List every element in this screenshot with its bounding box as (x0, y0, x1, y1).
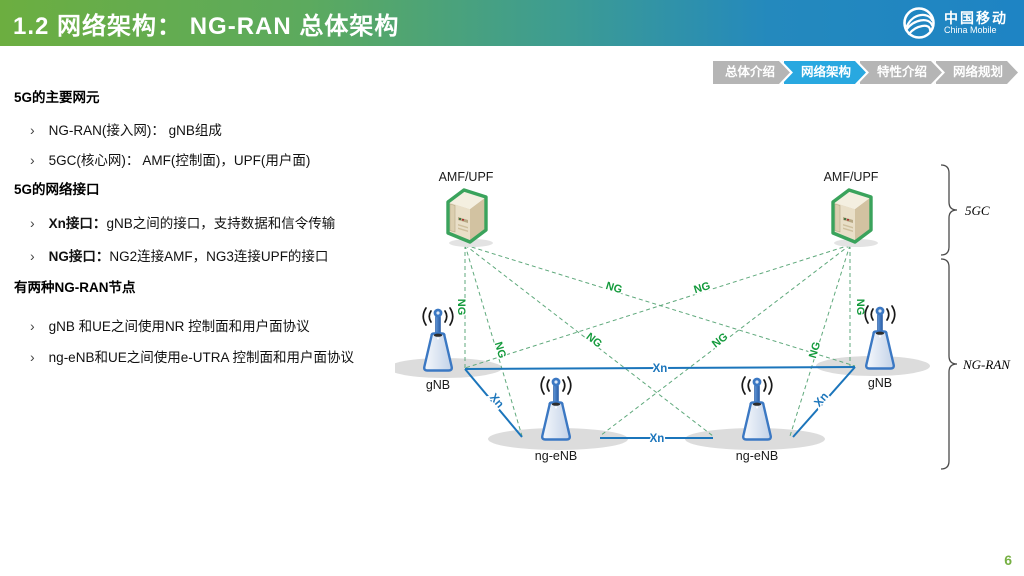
title-bar: 1.2 网络架构： NG-RAN 总体架构 中国移动 China Mobile (0, 0, 1024, 46)
node-label-amf-upf-right: AMF/UPF (824, 170, 879, 184)
server-icon (831, 188, 880, 249)
bullet-item: ›ng-eNB和UE之间使用e-UTRA 控制面和用户面协议 (30, 349, 354, 365)
bullet-marker: › (30, 248, 35, 264)
node-label-gnb-right: gNB (868, 376, 892, 390)
content-panel: 5G的主要网元 ›NG-RAN(接入网)： gNB组成 ›5GC(核心网)： A… (14, 86, 434, 386)
ng-link-label: NG (854, 299, 866, 316)
ng-link-label: NG (710, 331, 730, 351)
ng-link-label: NG (584, 331, 604, 351)
xn-link-label: Xn (487, 392, 506, 411)
ng-link-label: NG (692, 280, 711, 296)
network-architecture-diagram: NG NG NG NG NG NG NG NG Xn Xn Xn Xn AMF/… (388, 155, 1024, 495)
xn-link-label: Xn (812, 391, 831, 410)
ng-link-label: NG (604, 280, 623, 296)
breadcrumb-item-network-architecture[interactable]: 网络架构 (782, 61, 866, 84)
bullet-marker: › (30, 349, 35, 365)
breadcrumb-item-overview[interactable]: 总体介绍 (711, 61, 790, 84)
bullet-item: ›NG接口：NG2连接AMF，NG3连接UPF的接口 (30, 248, 329, 264)
page-title: 1.2 网络架构： NG-RAN 总体架构 (13, 12, 400, 40)
bullet-marker: › (30, 215, 35, 231)
antenna-tower-icon (741, 375, 773, 441)
breadcrumb: 总体介绍 网络架构 特性介绍 网络规划 (711, 61, 1018, 84)
node-label-amf-upf-left: AMF/UPF (439, 170, 494, 184)
node-label-ngenb-right: ng-eNB (736, 449, 778, 463)
ng-link-label: NG (492, 340, 508, 359)
xn-link-label: Xn (653, 363, 668, 375)
breadcrumb-item-network-planning[interactable]: 网络规划 (934, 61, 1018, 84)
brace-5gc (940, 164, 958, 256)
page-number: 6 (1004, 552, 1012, 568)
node-label-ngenb-left: ng-eNB (535, 449, 577, 463)
ng-links (464, 244, 856, 437)
antenna-tower-icon (864, 304, 896, 370)
bullet-marker: › (30, 318, 35, 334)
ng-link-label: NG (455, 299, 467, 316)
bullet-marker: › (30, 122, 35, 138)
bullet-item: ›Xn接口：gNB之间的接口，支持数据和信令传输 (30, 215, 336, 231)
china-mobile-logo: 中国移动 China Mobile (900, 4, 1014, 42)
logo-text-en: China Mobile (944, 24, 997, 35)
section-heading: 有两种NG-RAN节点 (14, 280, 136, 295)
xn-links (464, 366, 856, 439)
ng-link-label: NG (807, 340, 823, 359)
brace-ng-ran (940, 258, 958, 470)
bullet-item: ›NG-RAN(接入网)： gNB组成 (30, 122, 222, 138)
section-heading: 5G的网络接口 (14, 182, 100, 197)
bullet-item: ›5GC(核心网)： AMF(控制面)，UPF(用户面) (30, 152, 311, 168)
bullet-marker: › (30, 152, 35, 168)
antenna-tower-icon (422, 306, 454, 372)
logo-text: 中国移动 China Mobile (944, 11, 1008, 35)
server-icon (446, 188, 495, 249)
logo-text-cn: 中国移动 (944, 9, 1008, 26)
brace-label-ng-ran: NG-RAN (962, 357, 1011, 372)
antenna-tower-icon (540, 375, 572, 441)
brace-label-5gc: 5GC (965, 203, 990, 218)
node-label-gnb-left: gNB (426, 378, 450, 392)
china-mobile-logo-icon (903, 7, 935, 39)
xn-link-label: Xn (650, 433, 665, 445)
section-heading: 5G的主要网元 (14, 90, 100, 105)
bullet-item: ›gNB 和UE之间使用NR 控制面和用户面协议 (30, 318, 310, 334)
breadcrumb-item-features[interactable]: 特性介绍 (858, 61, 942, 84)
